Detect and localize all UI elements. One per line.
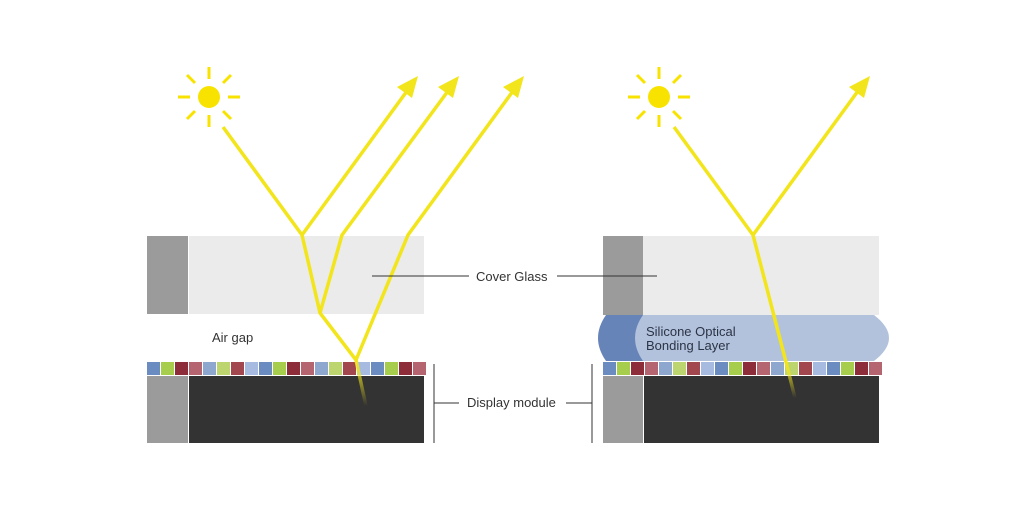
- display-pixel: [259, 362, 272, 375]
- display-pixel: [203, 362, 216, 375]
- left-ray-reflect-3: [354, 89, 515, 361]
- left-arrowhead-1: [397, 76, 418, 98]
- display-pixel: [385, 362, 398, 375]
- right-assembly: [598, 236, 889, 443]
- display-pixel: [715, 362, 728, 375]
- right-arrowhead: [849, 76, 870, 98]
- display-pixel: [841, 362, 854, 375]
- display-pixel: [603, 362, 616, 375]
- left-glass-edge: [147, 236, 188, 314]
- right-display-panel: [644, 376, 879, 443]
- display-pixel: [217, 362, 230, 375]
- display-pixel: [231, 362, 244, 375]
- display-pixel: [343, 362, 356, 375]
- display-module-label: Display module: [467, 395, 556, 410]
- display-pixel: [413, 362, 426, 375]
- right-ray-reflect: [751, 89, 860, 237]
- display-pixel: [855, 362, 868, 375]
- right-light-rays: [672, 89, 860, 399]
- right-pixel-row: [603, 362, 882, 375]
- bonding-layer-edge: [598, 315, 643, 361]
- left-pixel-row: [147, 362, 426, 375]
- display-pixel: [771, 362, 784, 375]
- left-ray-incident: [221, 125, 358, 362]
- display-pixel: [757, 362, 770, 375]
- display-pixel: [813, 362, 826, 375]
- display-pixel: [329, 362, 342, 375]
- left-ray-arrowheads: [397, 76, 524, 98]
- cover-glass-label: Cover Glass: [476, 269, 548, 284]
- display-pixel: [175, 362, 188, 375]
- display-pixel: [659, 362, 672, 375]
- right-ray-arrowheads: [849, 76, 870, 98]
- left-ray-reflect-2: [318, 89, 450, 314]
- display-pixel: [315, 362, 328, 375]
- left-ray-transmitted: [354, 359, 368, 407]
- left-light-rays: [221, 89, 515, 407]
- left-arrowhead-2: [438, 76, 459, 98]
- bonding-layer-label-line2: Bonding Layer: [646, 338, 730, 353]
- display-pixel: [273, 362, 286, 375]
- right-ray-incident: [672, 125, 755, 237]
- display-pixel: [869, 362, 882, 375]
- leader-lines: [372, 275, 657, 443]
- display-pixel: [147, 362, 160, 375]
- display-pixel: [245, 362, 258, 375]
- display-pixel: [729, 362, 742, 375]
- bonding-layer-label-line1: Silicone Optical: [646, 324, 736, 339]
- display-pixel: [301, 362, 314, 375]
- display-pixel: [687, 362, 700, 375]
- air-gap-label: Air gap: [212, 330, 254, 345]
- display-pixel: [631, 362, 644, 375]
- left-assembly: [147, 236, 426, 443]
- sun-icon: [628, 67, 690, 127]
- right-display-edge: [603, 376, 643, 443]
- display-pixel: [399, 362, 412, 375]
- display-pixel: [799, 362, 812, 375]
- left-display-edge: [147, 376, 188, 443]
- display-pixel: [743, 362, 756, 375]
- right-ray-transmitted-a: [751, 234, 788, 363]
- sun-icon: [178, 67, 240, 127]
- display-pixel: [161, 362, 174, 375]
- display-pixel: [673, 362, 686, 375]
- left-display-panel: [189, 376, 424, 443]
- display-pixel: [827, 362, 840, 375]
- display-pixel: [701, 362, 714, 375]
- display-pixel: [617, 362, 630, 375]
- left-arrowhead-3: [503, 76, 524, 98]
- display-pixel: [645, 362, 658, 375]
- display-pixel: [371, 362, 384, 375]
- display-pixel: [287, 362, 300, 375]
- display-pixel: [189, 362, 202, 375]
- bonding-layer: [635, 315, 889, 361]
- right-ray-transmitted-b: [784, 361, 797, 399]
- right-cover-glass: [643, 236, 879, 315]
- left-ray-reflect-1: [300, 89, 409, 237]
